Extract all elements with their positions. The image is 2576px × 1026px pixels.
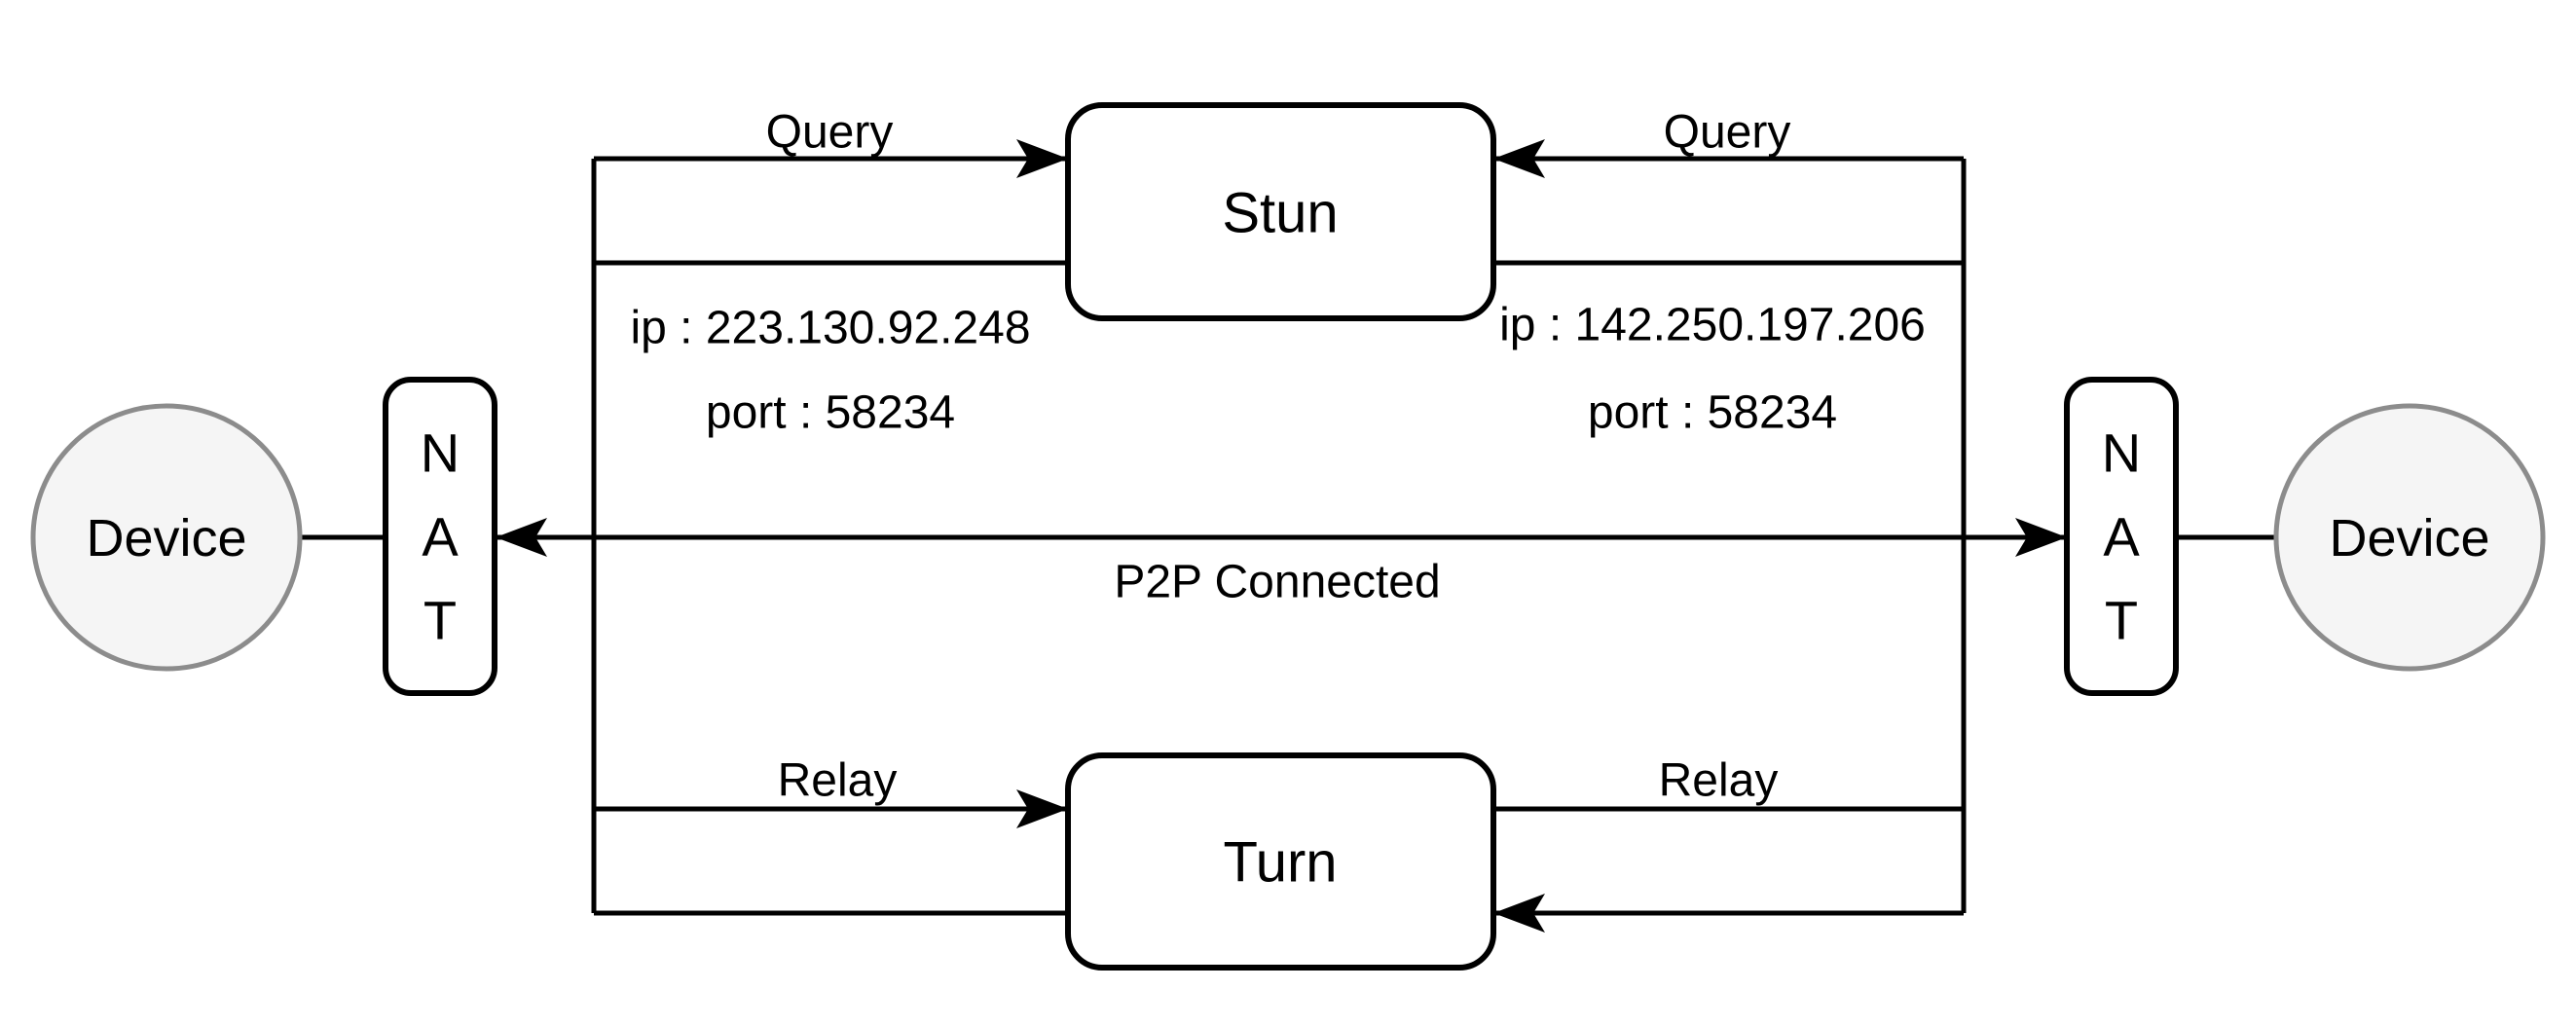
nat-right-node xyxy=(2064,377,2179,696)
device-right-label: Device xyxy=(2329,509,2489,568)
nat-left-node xyxy=(383,377,497,696)
left-port-label: port : 58234 xyxy=(706,387,955,439)
relay-left-label: Relay xyxy=(778,755,898,807)
right-port-label: port : 58234 xyxy=(1588,387,1837,439)
p2p-label: P2P Connected xyxy=(1114,557,1440,608)
turn-server-node xyxy=(1065,752,1496,971)
device-left-node xyxy=(30,403,303,672)
device-left-label: Device xyxy=(86,509,246,568)
nat-right-letter-n: N xyxy=(2102,422,2141,484)
left-ip-label: ip : 223.130.92.248 xyxy=(630,303,1030,354)
right-ip-label: ip : 142.250.197.206 xyxy=(1499,300,1926,351)
nat-right-letter-t: T xyxy=(2105,590,2138,651)
device-right-node xyxy=(2273,403,2546,672)
query-right-label: Query xyxy=(1664,107,1791,159)
stun-server-node xyxy=(1065,102,1496,321)
nat-right-letter-a: A xyxy=(2103,506,2140,568)
relay-right-label: Relay xyxy=(1659,755,1779,807)
nat-left-letter-a: A xyxy=(422,506,459,568)
turn-label: Turn xyxy=(1223,831,1337,895)
query-left-label: Query xyxy=(766,107,894,159)
stun-label: Stun xyxy=(1222,182,1338,245)
nat-left-letter-n: N xyxy=(421,422,460,484)
nat-left-letter-t: T xyxy=(423,590,457,651)
